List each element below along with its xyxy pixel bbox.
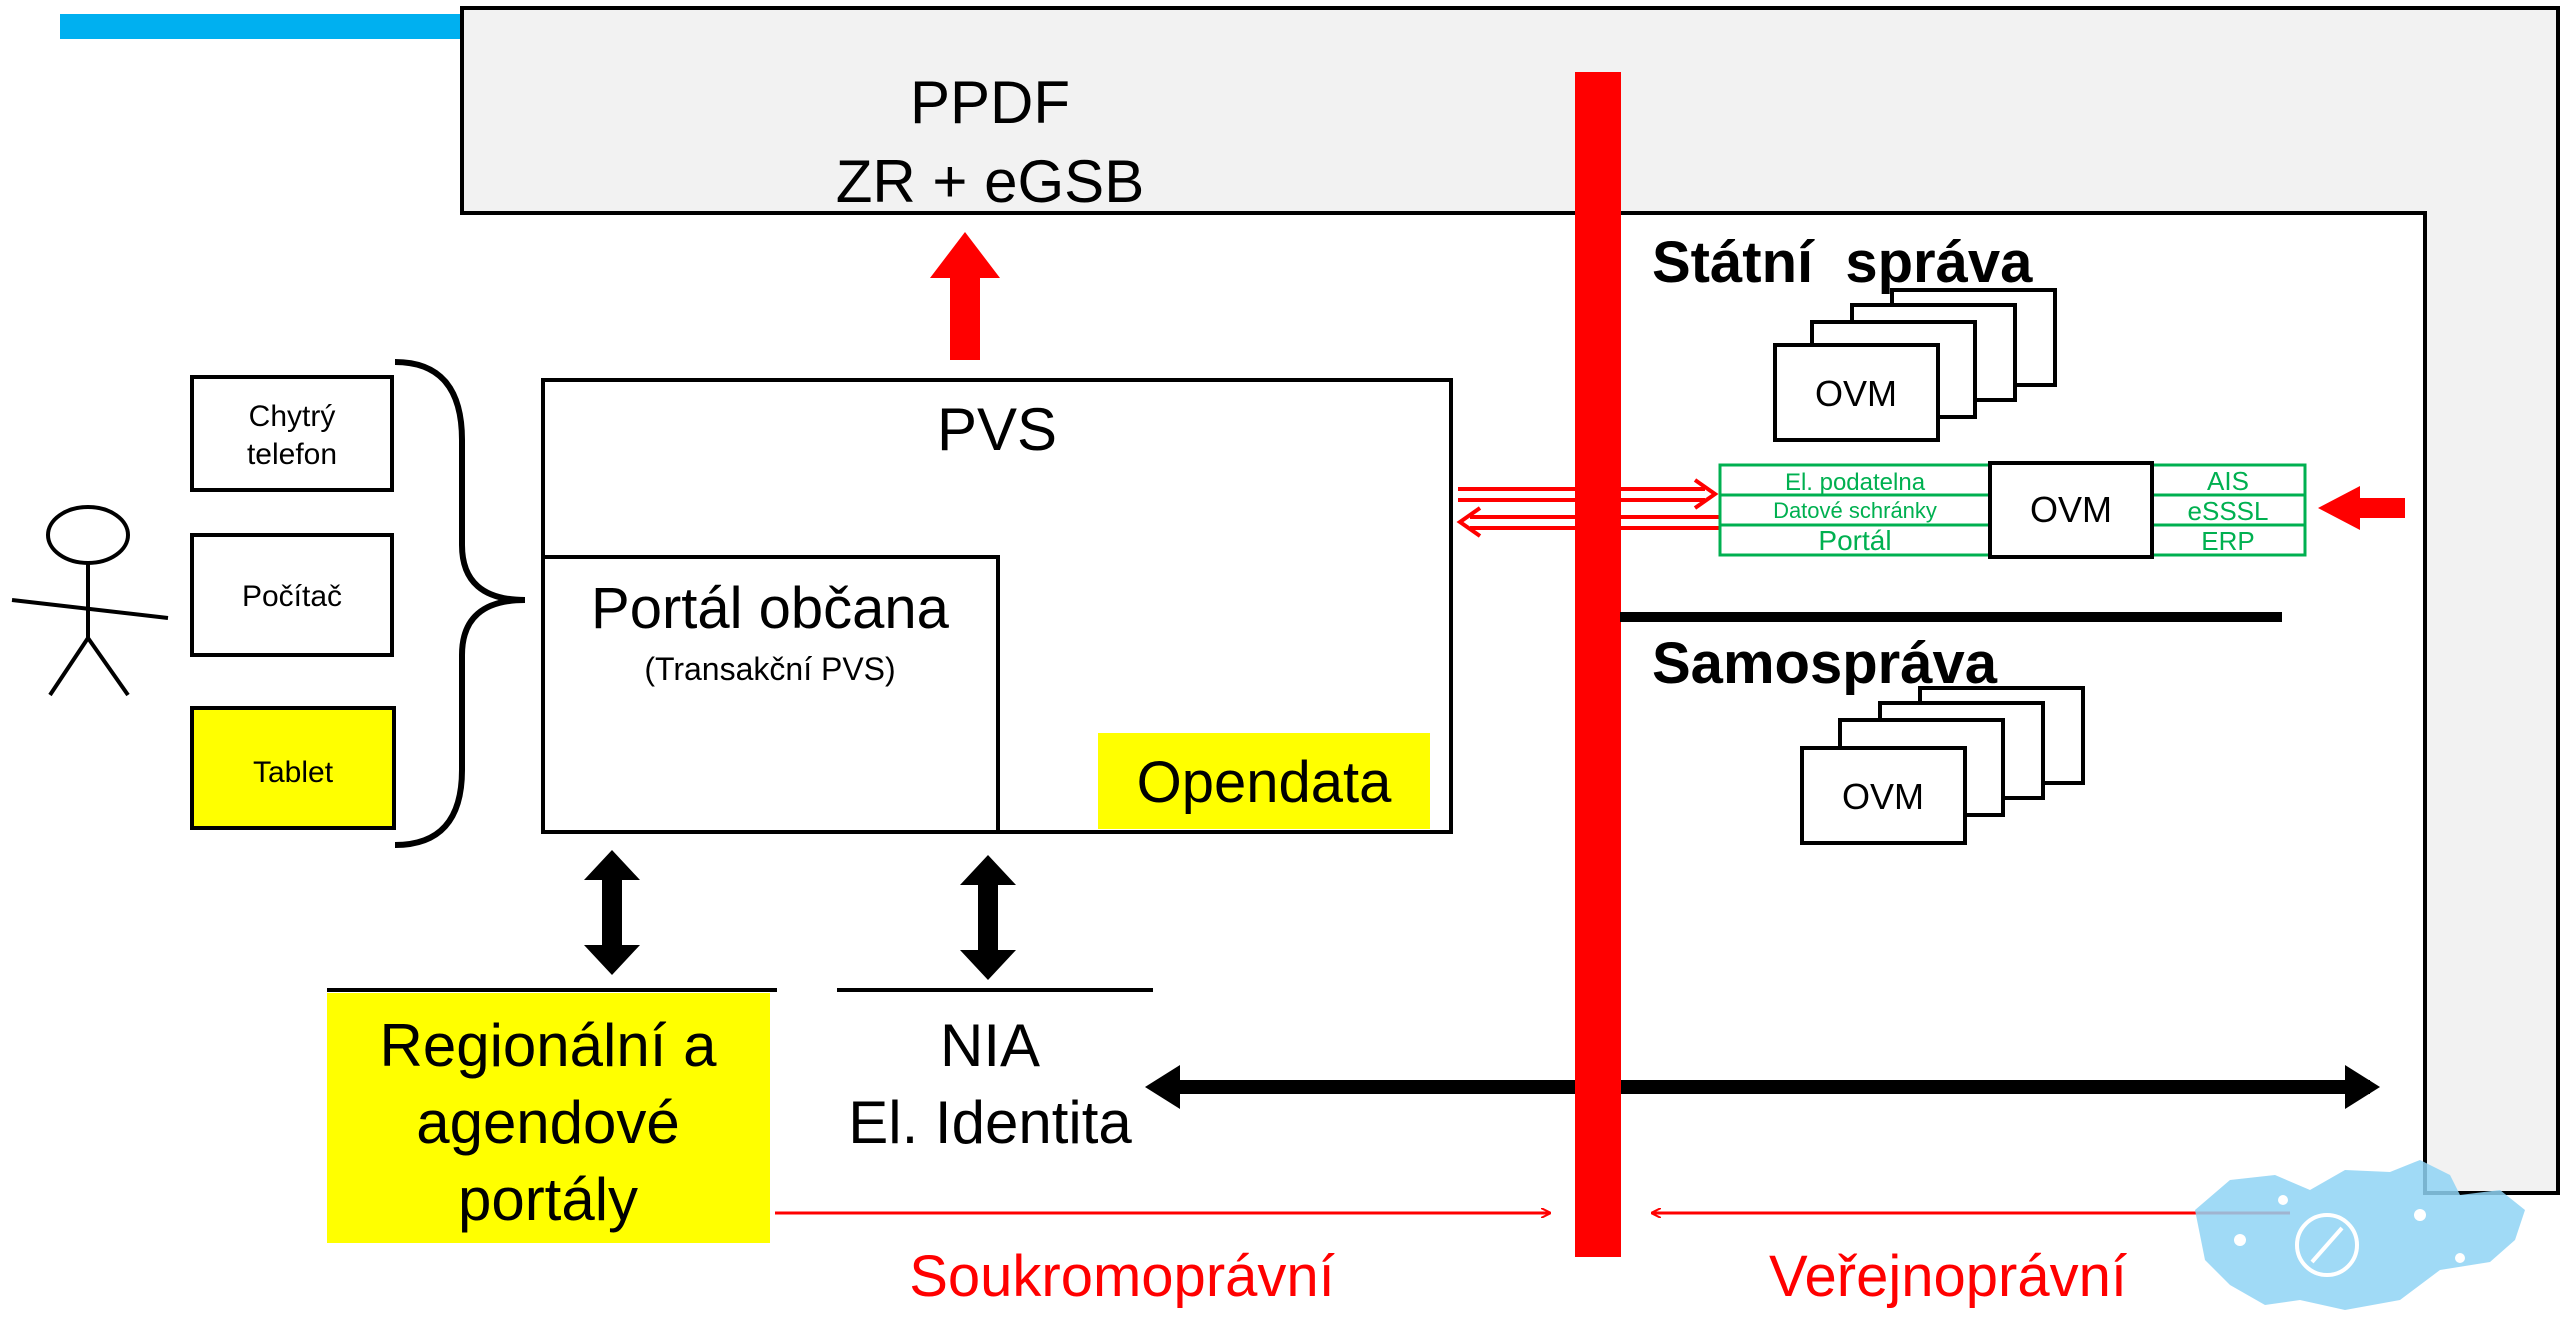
nia-label-2: El. Identita <box>848 1089 1132 1156</box>
opendata-label: Opendata <box>1137 750 1393 815</box>
self-gov-heading: Samospráva <box>1652 631 1998 696</box>
up-red-arrow <box>930 232 1000 360</box>
nia-double-arrow <box>960 855 1016 980</box>
public-law-label: Veřejnoprávní <box>1769 1244 2127 1309</box>
panel-input-arrow <box>2318 486 2405 530</box>
self-gov-ovm-label: OVM <box>1842 776 1924 817</box>
nia-label-1: NIA <box>940 1012 1040 1079</box>
red-divider <box>1575 72 1621 1257</box>
state-services-panel <box>1718 461 2307 559</box>
computer-label: Počítač <box>242 580 342 613</box>
state-ovm-label: OVM <box>1815 373 1897 414</box>
service-portal: Portál <box>1818 525 1891 556</box>
service-datove-schranky: Datové schránky <box>1773 498 1937 523</box>
ppdf-subtitle: ZR + eGSB <box>836 148 1144 215</box>
regional-label-2: agendové <box>416 1089 680 1156</box>
tablet-box <box>190 706 396 830</box>
portal-title: Portál občana <box>591 576 950 641</box>
service-ais: AIS <box>2207 466 2249 496</box>
regional-label-1: Regionální a <box>380 1012 718 1079</box>
regional-box <box>327 993 770 1243</box>
service-el-podatelna: El. podatelna <box>1785 469 1926 496</box>
phone-label-1: Chytrý <box>249 400 336 433</box>
ppdf-title: PPDF <box>910 69 1070 136</box>
state-heading: Státní správa <box>1652 230 2033 295</box>
service-esssl: eSSSL <box>2188 496 2269 526</box>
pvs-title: PVS <box>937 396 1057 463</box>
tablet-label: Tablet <box>253 756 334 789</box>
private-law-label: Soukromoprávní <box>909 1244 1335 1309</box>
portal-double-arrow <box>584 850 640 975</box>
portal-subtitle: (Transakční PVS) <box>644 651 895 687</box>
blue-accent-bar <box>60 14 460 39</box>
phone-box <box>190 375 394 492</box>
computer-box <box>190 533 394 657</box>
device-brace <box>394 359 526 848</box>
identity-double-arrow <box>1145 1065 2380 1109</box>
czech-map-logo <box>2195 1160 2525 1310</box>
state-ovm-stack <box>1773 288 2057 442</box>
portal-box <box>541 555 1000 834</box>
services-ovm-label: OVM <box>2030 489 2112 530</box>
phone-label-2: telefon <box>247 438 337 471</box>
service-erp: ERP <box>2201 526 2254 556</box>
pvs-state-arrows <box>1456 478 1720 538</box>
user-figure <box>11 505 169 697</box>
regional-label-3: portály <box>458 1166 638 1233</box>
self-gov-ovm-stack <box>1800 686 2085 845</box>
opendata-box <box>1098 733 1430 829</box>
